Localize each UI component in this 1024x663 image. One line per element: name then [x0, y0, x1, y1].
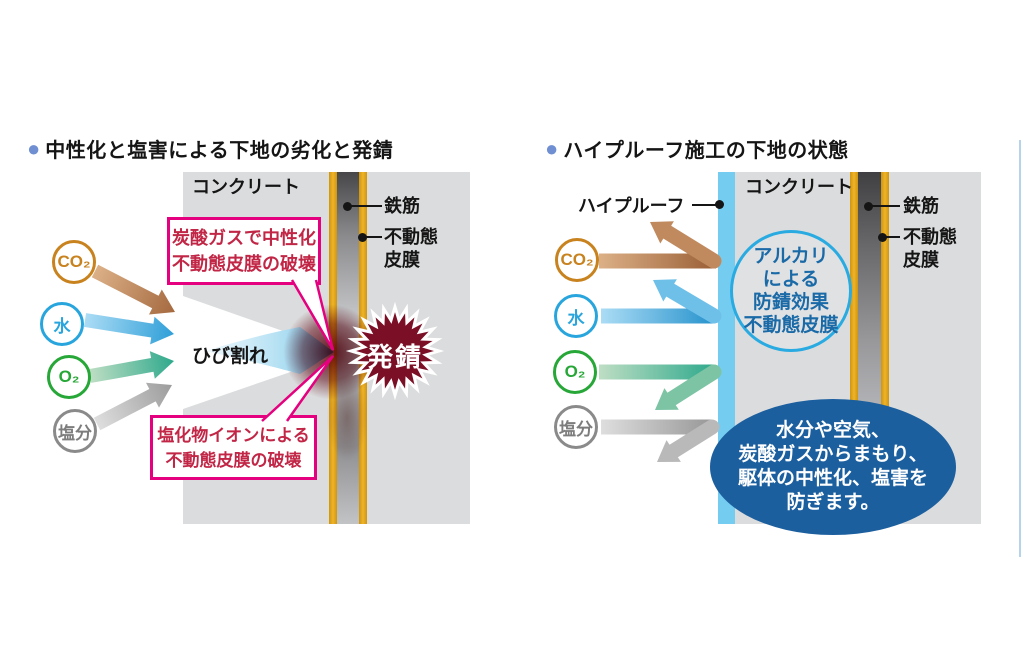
- alkali-line4: 不動態皮膜: [743, 315, 839, 336]
- right-title-bullet-icon: ●: [545, 135, 559, 161]
- page-divider-line: [1019, 140, 1021, 557]
- salt-arrowhead: [657, 440, 681, 462]
- carbonation-callout-line1: 炭酸ガスで中性化: [172, 228, 316, 248]
- left-passive-film-label-1: 不動態: [384, 227, 438, 247]
- right-passive-film-band-right: [881, 172, 889, 524]
- co2-arrow-bounce: [659, 224, 722, 269]
- left-o2-circle: O₂: [47, 355, 91, 399]
- left-rebar-pointer-dot: [343, 202, 352, 211]
- chloride-callout-line2: 不動態皮膜の破壊: [165, 450, 302, 470]
- co2-arrowhead: [650, 221, 674, 244]
- left-title: ● 中性化と塩害による下地の劣化と発錆: [27, 134, 393, 163]
- alkali-line1: アルカリ: [753, 246, 829, 267]
- right-water-label: 水: [567, 308, 585, 328]
- right-o2-circle: O₂: [553, 350, 597, 394]
- left-title-bullet-icon: ●: [27, 135, 41, 161]
- right-title: ● ハイプルーフ施工の下地の状態: [545, 134, 849, 163]
- chloride-callout-line1: 塩化物イオンによる: [157, 425, 310, 445]
- o2-arrow-bounce: [664, 364, 722, 407]
- o2-arrow-left: [88, 351, 174, 383]
- salt-arrow-left: [93, 382, 172, 431]
- right-salt-label: 塩分: [559, 419, 593, 439]
- left-passive-film-label-2: 皮膜: [384, 250, 420, 270]
- right-rebar-pointer-dot: [864, 202, 873, 211]
- left-rebar-label: 鉄筋: [384, 196, 420, 216]
- left-passive-film-pointer-dot: [358, 233, 367, 242]
- left-water-circle: 水: [40, 302, 84, 346]
- left-co2-circle: CO₂: [52, 240, 96, 284]
- right-passive-film-pointer-dot: [878, 233, 887, 242]
- right-title-text: ハイプルーフ施工の下地の状態: [563, 140, 849, 162]
- right-rebar-pointer-line: [872, 205, 900, 207]
- left-salt-label: 塩分: [58, 423, 92, 443]
- water-arrow-bounce: [662, 282, 722, 324]
- rust-burst-label: 発錆: [366, 342, 423, 372]
- right-passive-film-band-left: [850, 172, 858, 524]
- right-co2-circle: CO₂: [555, 238, 599, 282]
- right-salt-circle: 塩分: [554, 405, 598, 449]
- o2-arrowhead: [655, 388, 679, 410]
- right-passive-film-label-2: 皮膜: [903, 250, 939, 270]
- left-passive-film-pointer-line: [366, 236, 382, 238]
- left-salt-circle: 塩分: [53, 409, 97, 453]
- carbonation-callout-tail-border: [290, 279, 335, 351]
- hyproof-label: ハイプルーフ: [578, 196, 685, 216]
- protection-note-line2: 炭酸ガスからまもり、: [738, 444, 928, 465]
- right-co2-label: CO₂: [560, 250, 594, 269]
- left-title-text: 中性化と塩害による下地の劣化と発錆: [45, 140, 394, 162]
- hyproof-pointer-line: [692, 204, 716, 206]
- rust-starburst: [345, 301, 445, 401]
- left-water-label: 水: [53, 316, 71, 336]
- alkali-line3: 防錆効果: [752, 292, 829, 313]
- right-concrete-label: コンクリート: [745, 177, 853, 197]
- protection-note-line1: 水分や空気、: [775, 420, 890, 441]
- hyproof-pointer-dot: [715, 200, 724, 209]
- right-o2-label: O₂: [564, 362, 586, 381]
- alkali-effect-circle: アルカリ による 防錆効果 不動態皮膜: [730, 230, 852, 352]
- right-passive-film-pointer-line: [886, 236, 900, 238]
- left-co2-label: CO₂: [57, 252, 91, 271]
- left-o2-label: O₂: [58, 367, 80, 386]
- chloride-callout: 塩化物イオンによる 不動態皮膜の破壊: [150, 415, 317, 480]
- right-rebar-label: 鉄筋: [903, 196, 939, 216]
- water-arrow-left: [83, 313, 174, 345]
- co2-arrow-left: [91, 264, 175, 315]
- alkali-line2: による: [762, 269, 820, 290]
- salt-arrow-bounce: [666, 419, 720, 459]
- chloride-callout-tail-border: [261, 355, 335, 422]
- right-water-circle: 水: [554, 294, 598, 338]
- protection-note-line4: 防ぎます。: [786, 492, 880, 513]
- protection-note-ellipse: 水分や空気、 炭酸ガスからまもり、 駆体の中性化、塩害を 防ぎます。: [710, 399, 956, 535]
- crack-label: ひび割れ: [192, 346, 269, 367]
- right-passive-film-label-1: 不動態: [903, 227, 957, 247]
- left-concrete-label: コンクリート: [192, 177, 300, 197]
- carbonation-callout-line2: 不動態皮膜の破壊: [172, 254, 316, 274]
- water-arrowhead: [653, 279, 677, 302]
- left-rebar-pointer-line: [350, 205, 382, 207]
- protection-note-line3: 駆体の中性化、塩害を: [737, 468, 928, 489]
- carbonation-callout: 炭酸ガスで中性化 不動態皮膜の破壊: [167, 217, 321, 285]
